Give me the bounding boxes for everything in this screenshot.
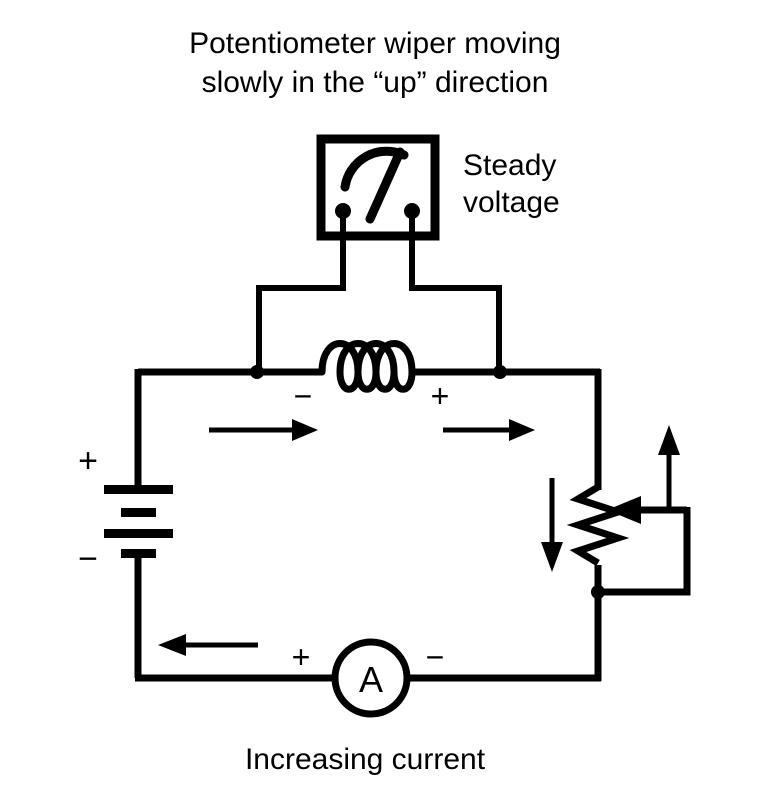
title-line-2: slowly in the “up” direction <box>202 66 549 99</box>
voltmeter-needle <box>365 147 405 224</box>
current-arrow-bottom-left <box>158 634 258 656</box>
battery-plate-short-2 <box>121 549 156 558</box>
title-line-1: Potentiometer wiper moving <box>189 27 561 60</box>
potentiometer-symbol <box>566 483 691 599</box>
battery-terminal-minus: − <box>78 540 98 578</box>
ammeter-body <box>331 638 411 718</box>
current-arrow-top-right <box>443 419 535 441</box>
battery-plate-long-1 <box>104 485 173 494</box>
ammeter-letter: A <box>359 659 383 700</box>
wiper-motion-arrow-up <box>658 425 680 510</box>
battery-plate-short-1 <box>121 508 156 517</box>
inductor-coil-loops <box>318 340 416 393</box>
voltmeter-lead-right <box>409 211 502 372</box>
potentiometer-wiper-return-wire <box>598 507 691 596</box>
battery-plate-long-2 <box>104 529 173 538</box>
node-inductor-left-junction <box>250 365 264 379</box>
inductor-polarity-plus: + <box>431 378 450 414</box>
voltmeter-scale-arc <box>340 146 409 192</box>
inductor-polarity-minus: − <box>294 378 313 414</box>
battery-symbol <box>104 485 173 558</box>
ammeter-terminal-plus: + <box>292 639 311 675</box>
battery-terminal-plus: + <box>78 442 98 480</box>
ammeter-terminal-minus: − <box>426 639 445 675</box>
current-arrow-top-left <box>209 419 318 441</box>
inductor-symbol <box>318 340 432 393</box>
potentiometer-wiper-arrowhead <box>607 496 641 524</box>
voltmeter-lead-left <box>256 211 346 372</box>
current-arrow-right-down <box>541 478 563 572</box>
node-inductor-right-junction <box>493 365 507 379</box>
caption: Increasing current <box>245 743 486 776</box>
potentiometer-resistor-zigzag <box>566 483 630 567</box>
node-potentiometer-wiper-junction <box>591 585 605 599</box>
voltmeter-label-line-1: Steady <box>463 149 556 182</box>
voltmeter-label-line-2: voltage <box>463 186 560 219</box>
